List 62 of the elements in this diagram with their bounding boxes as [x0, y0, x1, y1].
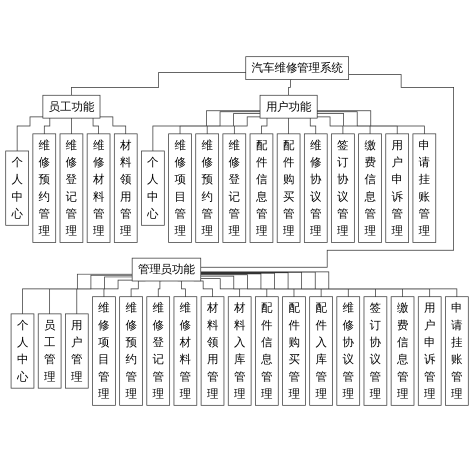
connector	[16, 116, 44, 152]
connector	[316, 110, 425, 134]
node-box: 维修协议管理	[304, 133, 328, 243]
connector	[200, 272, 349, 298]
node-box: 维修预约管理	[119, 296, 143, 406]
node-box: 配件信息管理	[250, 133, 274, 243]
node-box: 汽车维修管理系统	[245, 56, 349, 80]
node-box: 维修项目管理	[92, 296, 116, 406]
connector	[158, 280, 162, 298]
connector	[76, 276, 133, 314]
node-box: 维修材料管理	[174, 296, 198, 406]
connector	[200, 274, 294, 298]
connector	[316, 113, 370, 134]
node-box: 维修登记管理	[60, 133, 84, 243]
connector	[104, 280, 133, 298]
connector	[288, 79, 292, 96]
node-box: 员工功能	[42, 94, 100, 118]
node-box: 员工管理	[38, 314, 62, 389]
node-box: 申请挂账管理	[412, 133, 436, 243]
node-box: 用户申诉管理	[418, 296, 442, 406]
node-box: 配件入库管理	[309, 296, 333, 406]
node-box: 材料入库管理	[228, 296, 252, 406]
node-box: 签订协议管理	[364, 296, 388, 406]
node-box: 维修登记管理	[146, 296, 170, 406]
connector	[206, 113, 260, 134]
connector	[200, 278, 240, 298]
node-box: 用户管理	[65, 314, 89, 389]
node-box: 维修登记管理	[222, 133, 246, 243]
node-box: 缴费信息管理	[358, 133, 382, 243]
node-box: 材料领用管理	[200, 296, 224, 406]
node-box: 材料领用管理	[114, 133, 138, 243]
connector	[180, 111, 260, 134]
node-box: 个人中心	[141, 150, 165, 226]
node-box: 维修项目管理	[168, 133, 192, 243]
node-box: 管理员功能	[132, 258, 202, 282]
connector	[200, 74, 454, 268]
node-box: 维修预约管理	[32, 133, 56, 243]
node-box: 缴费信息管理	[390, 296, 414, 406]
connector	[200, 276, 268, 298]
connector	[100, 116, 126, 134]
node-box: 用户功能	[260, 94, 318, 118]
connector	[316, 116, 344, 134]
node-box: 配件购买管理	[282, 296, 306, 406]
connector	[22, 274, 133, 314]
node-box: 维修材料管理	[86, 133, 110, 243]
connector	[200, 274, 322, 298]
node-box: 配件购买管理	[276, 133, 300, 243]
connector	[288, 118, 289, 134]
node-box: 个人中心	[5, 150, 29, 226]
connector	[71, 118, 72, 134]
connector	[152, 110, 260, 152]
node-box: 维修预约管理	[195, 133, 219, 243]
node-box: 签订协议管理	[331, 133, 355, 243]
node-box: 配件信息管理	[255, 296, 279, 406]
node-box: 用户申诉管理	[385, 133, 409, 243]
connector	[71, 72, 246, 96]
node-box: 维修协议管理	[336, 296, 360, 406]
connector	[234, 116, 260, 134]
node-box: 个人中心	[10, 314, 34, 389]
connector	[49, 274, 133, 314]
node-box: 申请挂账管理	[445, 296, 469, 406]
connector	[316, 111, 398, 134]
